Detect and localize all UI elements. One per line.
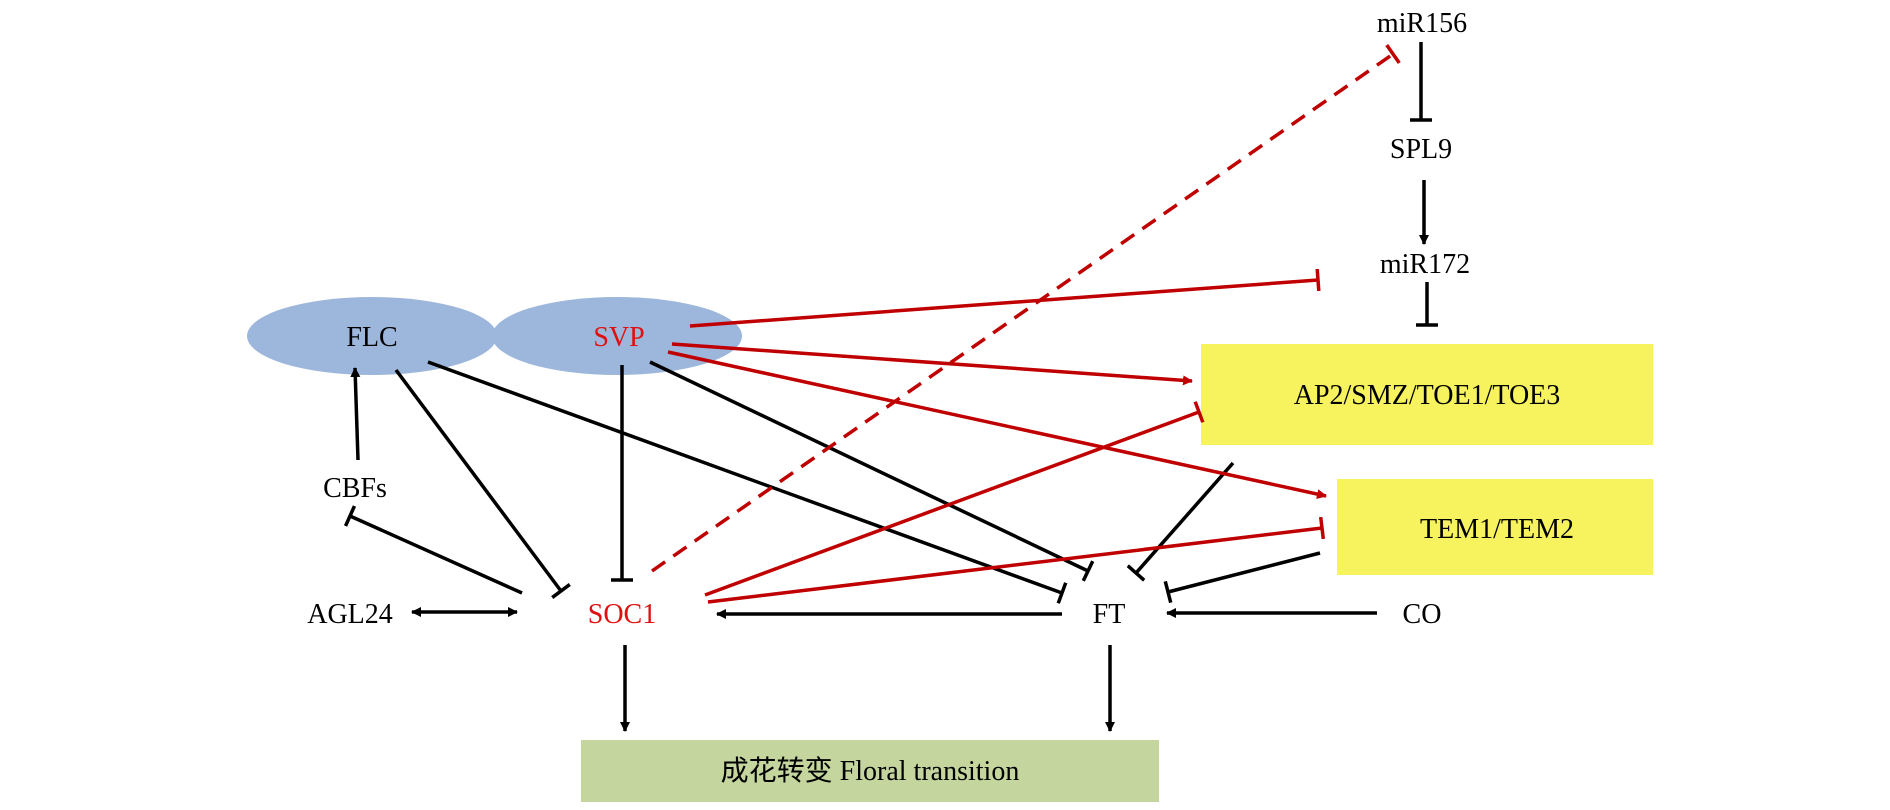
node-floral-transition: 成花转变 Floral transition [721, 755, 1020, 787]
node-spl9: SPL9 [1390, 134, 1452, 165]
node-soc1: SOC1 [588, 599, 656, 630]
edge-SVP-activates-AP2 [671, 342, 1193, 386]
edge-SVP-activates-TEM [667, 350, 1327, 499]
edge-SOC1-inhibits-CBFs [343, 505, 523, 595]
node-cbfs: CBFs [323, 473, 387, 504]
edge-SOC1-inhibits-miR156-dashed [650, 43, 1401, 573]
black-edges [343, 42, 1438, 732]
node-ap2: AP2/SMZ/TOE1/TOE3 [1294, 380, 1561, 411]
floral-transition-box [581, 740, 1159, 802]
node-flc: FLC [346, 322, 397, 353]
flc-ellipse [247, 297, 497, 375]
edge-AP2-inhibits-FT [1126, 461, 1235, 582]
edge-FLC-inhibits-SOC1 [394, 368, 571, 599]
edge-TEM-inhibits-FT [1163, 551, 1321, 604]
edge-SOC1-inhibits-TEM [707, 516, 1326, 604]
node-ft: FT [1093, 599, 1126, 630]
node-mir156: miR156 [1377, 8, 1467, 39]
ap2-box [1201, 344, 1653, 445]
node-tem: TEM1/TEM2 [1420, 514, 1574, 545]
edge-SOC1-inhibits-AP2 [704, 401, 1205, 597]
edge-SVP-inhibits-FT [649, 360, 1095, 582]
red-edges [650, 43, 1401, 604]
edge-CBFs-activates-FLC [350, 367, 361, 461]
node-mir172: miR172 [1380, 249, 1470, 280]
edge-SVP-inhibits-miR172 [689, 268, 1321, 328]
tem-box [1337, 479, 1653, 575]
node-co: CO [1403, 599, 1442, 630]
node-agl24: AGL24 [307, 599, 393, 630]
edge-FLC-inhibits-FT [427, 360, 1068, 604]
node-svp: SVP [593, 322, 644, 353]
